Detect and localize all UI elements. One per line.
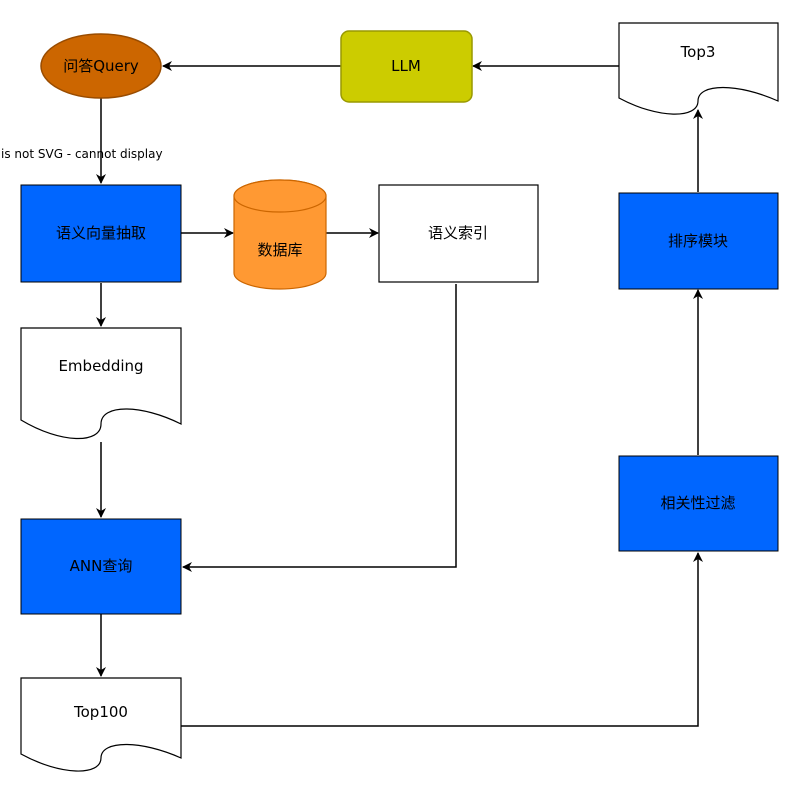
- node-embedding-label: Embedding: [58, 357, 143, 375]
- node-semantic-index[interactable]: 语义索引: [378, 184, 539, 283]
- node-ann-query[interactable]: ANN查询: [20, 518, 182, 615]
- edge-semantic-index-to-ann-query: [182, 284, 457, 572]
- node-semantic-index-label: 语义索引: [428, 224, 488, 242]
- node-qa-query[interactable]: 问答Query: [40, 33, 162, 99]
- node-ann-query-label: ANN查询: [70, 557, 133, 575]
- node-qa-query-label: 问答Query: [63, 57, 139, 75]
- edge-top100-to-relevance-filter: [181, 552, 703, 727]
- node-ranking-module[interactable]: 排序模块: [618, 192, 779, 290]
- node-semantic-vector-extraction[interactable]: 语义向量抽取: [20, 184, 182, 283]
- node-relevance-filter[interactable]: 相关性过滤: [618, 455, 779, 552]
- node-semantic-vector-extraction-label: 语义向量抽取: [56, 224, 146, 242]
- edge-note-label: is not SVG - cannot display: [1, 147, 163, 161]
- node-top3[interactable]: Top3: [618, 22, 779, 115]
- node-top100[interactable]: Top100: [20, 677, 182, 772]
- node-database-label: 数据库: [257, 241, 302, 259]
- node-database[interactable]: 数据库: [233, 179, 327, 290]
- node-llm[interactable]: LLM: [340, 30, 473, 103]
- node-top3-label: Top3: [680, 43, 716, 61]
- node-embedding[interactable]: Embedding: [20, 327, 182, 440]
- node-llm-label: LLM: [391, 57, 421, 75]
- node-relevance-filter-label: 相关性过滤: [660, 494, 735, 512]
- node-ranking-module-label: 排序模块: [668, 232, 728, 250]
- node-top100-label: Top100: [73, 703, 128, 721]
